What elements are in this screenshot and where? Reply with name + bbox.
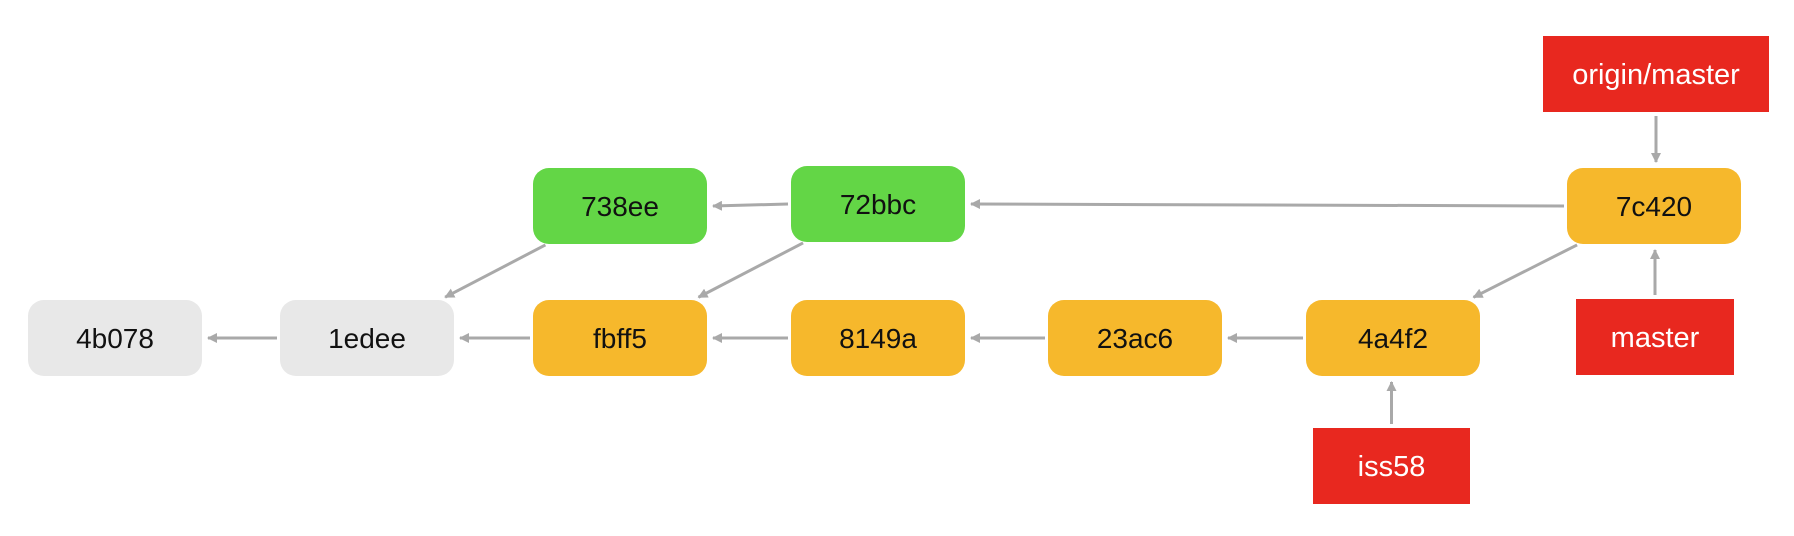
parent-arrow bbox=[712, 200, 789, 211]
parent-arrow bbox=[444, 243, 547, 299]
commit-hash-label: 4a4f2 bbox=[1358, 323, 1428, 354]
commit-hash-label: 7c420 bbox=[1616, 191, 1692, 222]
branch-refs: origin/master master iss58 bbox=[1313, 36, 1769, 504]
commit-hash-label: 23ac6 bbox=[1097, 323, 1173, 354]
ref-master: master bbox=[1576, 299, 1734, 375]
commit-7c420: 7c420 bbox=[1567, 168, 1741, 244]
ref-origin-master: origin/master bbox=[1543, 36, 1769, 112]
commit-box bbox=[1306, 300, 1480, 376]
parent-arrow bbox=[697, 241, 804, 299]
parent-arrow bbox=[1472, 243, 1578, 299]
commit-hash-label: fbff5 bbox=[593, 323, 647, 354]
commit-box bbox=[791, 166, 965, 242]
commit-hash-label: 1edee bbox=[328, 323, 406, 354]
commit-box bbox=[533, 300, 707, 376]
ref-box bbox=[1576, 299, 1734, 375]
commit-4b078: 4b078 bbox=[28, 300, 202, 376]
ref-label: iss58 bbox=[1358, 451, 1426, 483]
commit-72bbc: 72bbc bbox=[791, 166, 965, 242]
commits: 4b078 1edee fbff5 8149a 23ac6 4a4f2 738ee 72bbc… bbox=[28, 166, 1741, 376]
ref-box bbox=[1313, 428, 1470, 504]
ref-label: origin/master bbox=[1572, 59, 1740, 91]
commit-box bbox=[1567, 168, 1741, 244]
commit-738ee: 738ee bbox=[533, 168, 707, 244]
commit-box bbox=[791, 300, 965, 376]
commit-hash-label: 4b078 bbox=[76, 323, 154, 354]
commit-box bbox=[533, 168, 707, 244]
commit-23ac6: 23ac6 bbox=[1048, 300, 1222, 376]
commit-box bbox=[1048, 300, 1222, 376]
commit-1edee: 1edee bbox=[280, 300, 454, 376]
ref-label: master bbox=[1611, 322, 1700, 354]
commit-hash-label: 8149a bbox=[839, 323, 917, 354]
ref-box bbox=[1543, 36, 1769, 112]
ref-iss58: iss58 bbox=[1313, 428, 1470, 504]
parent-arrow bbox=[970, 199, 1565, 210]
commit-box bbox=[28, 300, 202, 376]
parent-arrows bbox=[207, 116, 1661, 424]
commit-4a4f2: 4a4f2 bbox=[1306, 300, 1480, 376]
commit-box bbox=[280, 300, 454, 376]
commit-fbff5: fbff5 bbox=[533, 300, 707, 376]
commit-hash-label: 72bbc bbox=[840, 189, 916, 220]
commit-8149a: 8149a bbox=[791, 300, 965, 376]
commit-hash-label: 738ee bbox=[581, 191, 659, 222]
